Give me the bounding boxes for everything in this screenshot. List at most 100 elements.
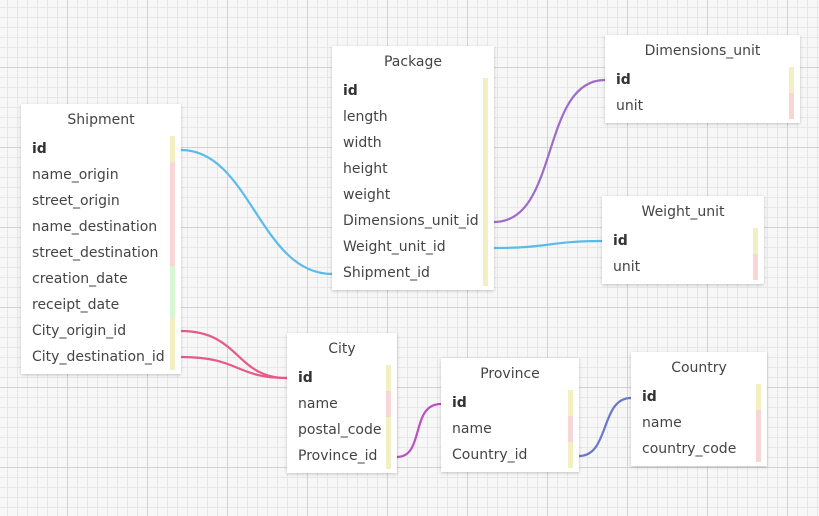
field-name: street_origin (32, 193, 120, 209)
field-name: Weight_unit_id (343, 239, 446, 255)
field-row[interactable]: unit (602, 254, 764, 280)
field-name: unit (616, 98, 644, 114)
table-weight-unit[interactable]: Weight_unit id unit (602, 196, 764, 284)
field-name: id (616, 72, 631, 88)
field-row[interactable]: Dimensions_unit_id (332, 208, 494, 234)
table-city[interactable]: City id name postal_code Province_id (287, 333, 397, 473)
field-row[interactable]: length (332, 104, 494, 130)
field-row[interactable]: country_code (631, 436, 767, 462)
field-name: City_destination_id (32, 349, 165, 365)
table-title: City (328, 341, 356, 357)
field-row[interactable]: id (605, 67, 800, 93)
key-marker (483, 182, 488, 208)
key-marker (789, 67, 794, 93)
key-marker (753, 228, 758, 254)
field-name: Country_id (452, 447, 528, 463)
attribute-marker (170, 162, 175, 188)
field-row[interactable]: id (332, 78, 494, 104)
link-shipment-destination-city[interactable] (180, 355, 288, 380)
key-marker (170, 318, 175, 344)
key-marker (386, 417, 391, 443)
link-package-dimensions-unit[interactable] (493, 78, 606, 224)
table-title: Shipment (67, 112, 135, 128)
table-package[interactable]: Package id length width height weight Di… (332, 46, 494, 290)
field-name: receipt_date (32, 297, 120, 313)
field-row[interactable]: receipt_date (21, 292, 181, 318)
table-title: Package (383, 54, 443, 70)
field-name: creation_date (32, 271, 128, 287)
field-row[interactable]: City_destination_id (21, 344, 181, 370)
field-name: name (642, 415, 682, 431)
key-marker (170, 344, 175, 370)
attribute-marker (170, 266, 175, 292)
table-dimensions-unit[interactable]: Dimensions_unit id unit (605, 35, 800, 123)
attribute-marker (170, 292, 175, 318)
field-row[interactable]: height (332, 156, 494, 182)
link-package-weight-unit[interactable] (493, 239, 603, 250)
key-marker (568, 390, 573, 416)
field-name: name_destination (32, 219, 158, 235)
field-row[interactable]: unit (605, 93, 800, 119)
field-row[interactable]: id (287, 365, 397, 391)
key-marker (386, 365, 391, 391)
field-row[interactable]: Shipment_id (332, 260, 494, 286)
key-marker (756, 384, 761, 410)
table-province[interactable]: Province id name Country_id (441, 358, 579, 472)
key-marker (483, 208, 488, 234)
field-row[interactable]: weight (332, 182, 494, 208)
field-name: id (452, 395, 467, 411)
field-name: length (343, 109, 388, 125)
attribute-marker (568, 416, 573, 442)
field-row[interactable]: creation_date (21, 266, 181, 292)
field-row[interactable]: Country_id (441, 442, 579, 468)
field-row[interactable]: Weight_unit_id (332, 234, 494, 260)
link-province-country[interactable] (578, 396, 632, 458)
key-marker (483, 104, 488, 130)
field-name: id (343, 83, 358, 99)
field-row[interactable]: name (287, 391, 397, 417)
key-marker (568, 442, 573, 468)
field-name: unit (613, 259, 641, 275)
field-row[interactable]: id (602, 228, 764, 254)
attribute-marker (753, 254, 758, 280)
field-name: street_destination (32, 245, 159, 261)
field-row[interactable]: name_origin (21, 162, 181, 188)
field-row[interactable]: name_destination (21, 214, 181, 240)
attribute-marker (386, 391, 391, 417)
link-city-province[interactable] (396, 402, 442, 459)
key-marker (170, 136, 175, 162)
key-marker (386, 443, 391, 469)
field-row[interactable]: street_destination (21, 240, 181, 266)
link-shipment-origin-city[interactable] (180, 329, 288, 380)
attribute-marker (170, 188, 175, 214)
field-name: id (32, 141, 47, 157)
field-row[interactable]: width (332, 130, 494, 156)
field-row[interactable]: Province_id (287, 443, 397, 469)
field-name: postal_code (298, 422, 382, 438)
field-name: id (613, 233, 628, 249)
field-row[interactable]: name (441, 416, 579, 442)
table-country[interactable]: Country id name country_code (631, 352, 767, 466)
field-row[interactable]: street_origin (21, 188, 181, 214)
field-name: name (298, 396, 338, 412)
field-row[interactable]: id (631, 384, 767, 410)
field-row[interactable]: postal_code (287, 417, 397, 443)
field-row[interactable]: name (631, 410, 767, 436)
key-marker (483, 260, 488, 286)
field-row[interactable]: id (441, 390, 579, 416)
table-title: Dimensions_unit (644, 43, 761, 59)
field-row[interactable]: City_origin_id (21, 318, 181, 344)
attribute-marker (756, 436, 761, 462)
field-name: width (343, 135, 382, 151)
field-name: Shipment_id (343, 265, 430, 281)
field-name: id (298, 370, 313, 386)
key-marker (483, 78, 488, 104)
attribute-marker (756, 410, 761, 436)
field-name: name_origin (32, 167, 119, 183)
field-name: City_origin_id (32, 323, 127, 339)
field-name: weight (343, 187, 391, 203)
table-title: Country (671, 360, 727, 376)
field-row[interactable]: id (21, 136, 181, 162)
table-shipment[interactable]: Shipment id name_origin street_origin na… (21, 104, 181, 374)
link-shipment-package[interactable] (180, 148, 333, 276)
